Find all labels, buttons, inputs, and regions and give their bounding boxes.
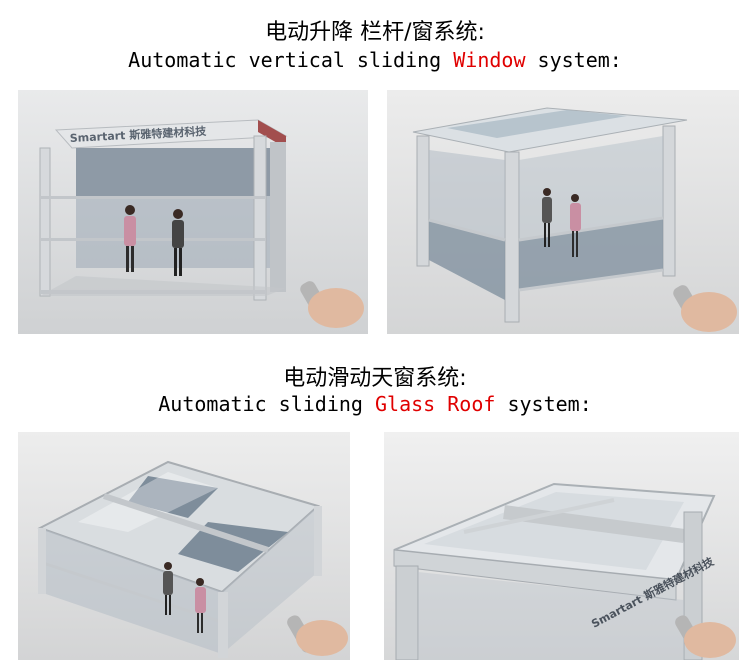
section1-title-en-before: Automatic vertical sliding bbox=[128, 48, 454, 72]
section2-title-cn: 电动滑动天窗系统: bbox=[283, 366, 467, 391]
section2-title-en-highlight: Glass Roof bbox=[375, 392, 496, 416]
photo1-brand: Smartart bbox=[69, 129, 125, 145]
photo1-brand-cn: 斯雅特建材科技 bbox=[129, 124, 208, 142]
section1-title-en-after: system: bbox=[525, 48, 622, 72]
photo-roof-open-render bbox=[18, 432, 350, 660]
person-right bbox=[570, 194, 581, 257]
remote-hand bbox=[675, 615, 736, 658]
section1-title-en: Automatic vertical sliding Window system… bbox=[0, 48, 750, 72]
section2-title-en-after: system: bbox=[495, 392, 592, 416]
section2-title-en-before: Automatic sliding bbox=[158, 392, 375, 416]
section2-title-en: Automatic sliding Glass Roof system: bbox=[0, 392, 750, 416]
section1-title-en-highlight: Window bbox=[453, 48, 526, 72]
photo-roof-open bbox=[18, 432, 350, 660]
photo-window-angled bbox=[387, 90, 739, 334]
remote-hand bbox=[300, 281, 364, 328]
person-right bbox=[172, 209, 184, 276]
remote-hand bbox=[287, 615, 348, 656]
photo-roof-closeup-render: Smartart斯雅特建材科技 bbox=[384, 432, 739, 660]
person-right bbox=[195, 578, 206, 633]
svg-text:Smartart斯雅特建材科技: Smartart斯雅特建材科技 bbox=[69, 124, 207, 145]
person-left bbox=[124, 205, 136, 272]
section1-title-cn: 电动升降 栏杆/窗系统: bbox=[265, 20, 485, 45]
person-left bbox=[163, 562, 173, 615]
photo-roof-closeup: Smartart斯雅特建材科技 bbox=[384, 432, 739, 660]
photo-window-angled-render bbox=[387, 90, 739, 334]
remote-hand bbox=[673, 285, 737, 332]
person-left bbox=[542, 188, 552, 247]
